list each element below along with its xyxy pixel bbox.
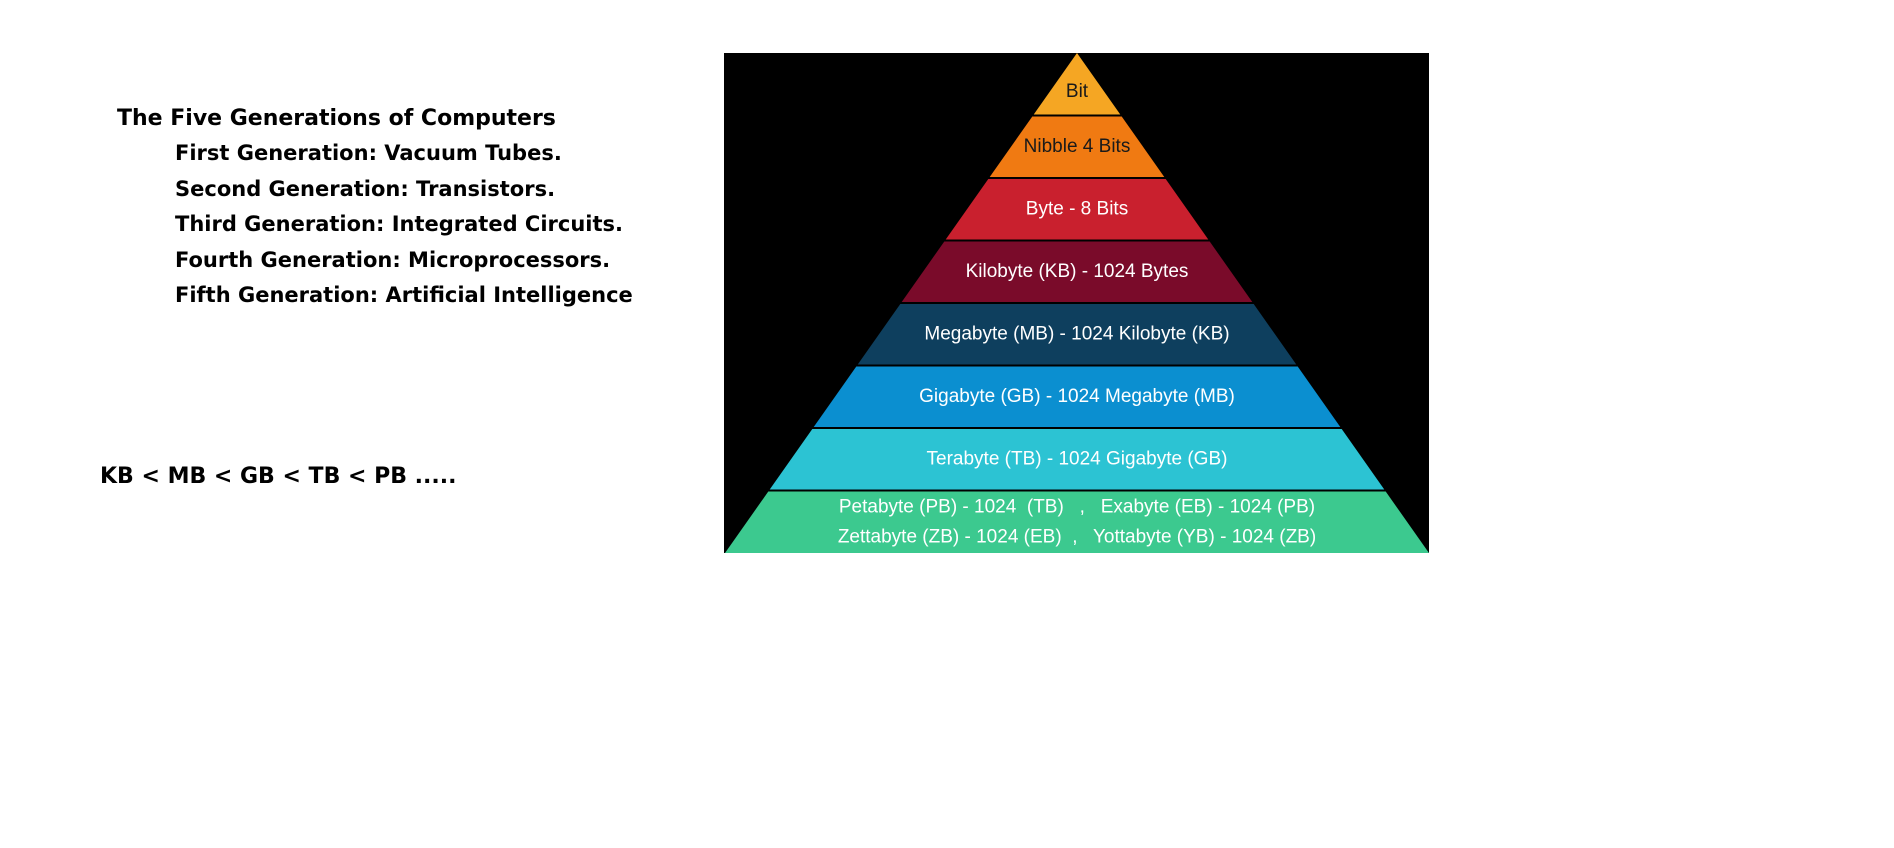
pyramid-tier-2-label: Nibble 4 Bits <box>1024 136 1131 157</box>
pyramid-tier-3 <box>945 179 1209 240</box>
pyramid-tier-4-label: Kilobyte (KB) - 1024 Bytes <box>966 261 1189 282</box>
pyramid-tier-4 <box>901 241 1253 302</box>
pyramid-tier-8-label-1: Petabyte (PB) - 1024 (TB) , Exabyte (EB)… <box>839 496 1315 517</box>
generations-title: The Five Generations of Computers <box>117 106 556 131</box>
pyramid-tier-3-label: Byte - 8 Bits <box>1026 198 1128 219</box>
pyramid-tier-5-label: Megabyte (MB) - 1024 Kilobyte (KB) <box>924 323 1229 344</box>
pyramid-tier-8-label-2: Zettabyte (ZB) - 1024 (EB) , Yottabyte (… <box>838 526 1316 547</box>
generation-item-5: Fifth Generation: Artificial Intelligenc… <box>175 283 633 307</box>
pyramid-tier-6-label: Gigabyte (GB) - 1024 Megabyte (MB) <box>919 386 1235 407</box>
unit-order-text: KB < MB < GB < TB < PB ..... <box>100 464 457 489</box>
pyramid-tier-1 <box>1033 53 1121 115</box>
generation-item-4: Fourth Generation: Microprocessors. <box>175 247 611 272</box>
pyramid-tier-5 <box>857 304 1297 365</box>
generations-list: First Generation: Vacuum Tubes. Second G… <box>175 136 633 314</box>
pyramid-tier-7-label: Terabyte (TB) - 1024 Gigabyte (GB) <box>927 448 1228 469</box>
pyramid-tier-2 <box>989 116 1165 177</box>
generations-section: The Five Generations of Computers First … <box>117 104 633 314</box>
generation-item-3: Third Generation: Integrated Circuits. <box>175 212 624 236</box>
pyramid-tier-8 <box>725 491 1429 553</box>
pyramid-tier-1-label: Bit <box>1066 81 1089 102</box>
generation-item-1: First Generation: Vacuum Tubes. <box>175 141 562 165</box>
pyramid-tier-6 <box>813 366 1341 427</box>
generation-item-2: Second Generation: Transistors. <box>175 176 556 201</box>
pyramid-tier-7 <box>769 429 1385 490</box>
